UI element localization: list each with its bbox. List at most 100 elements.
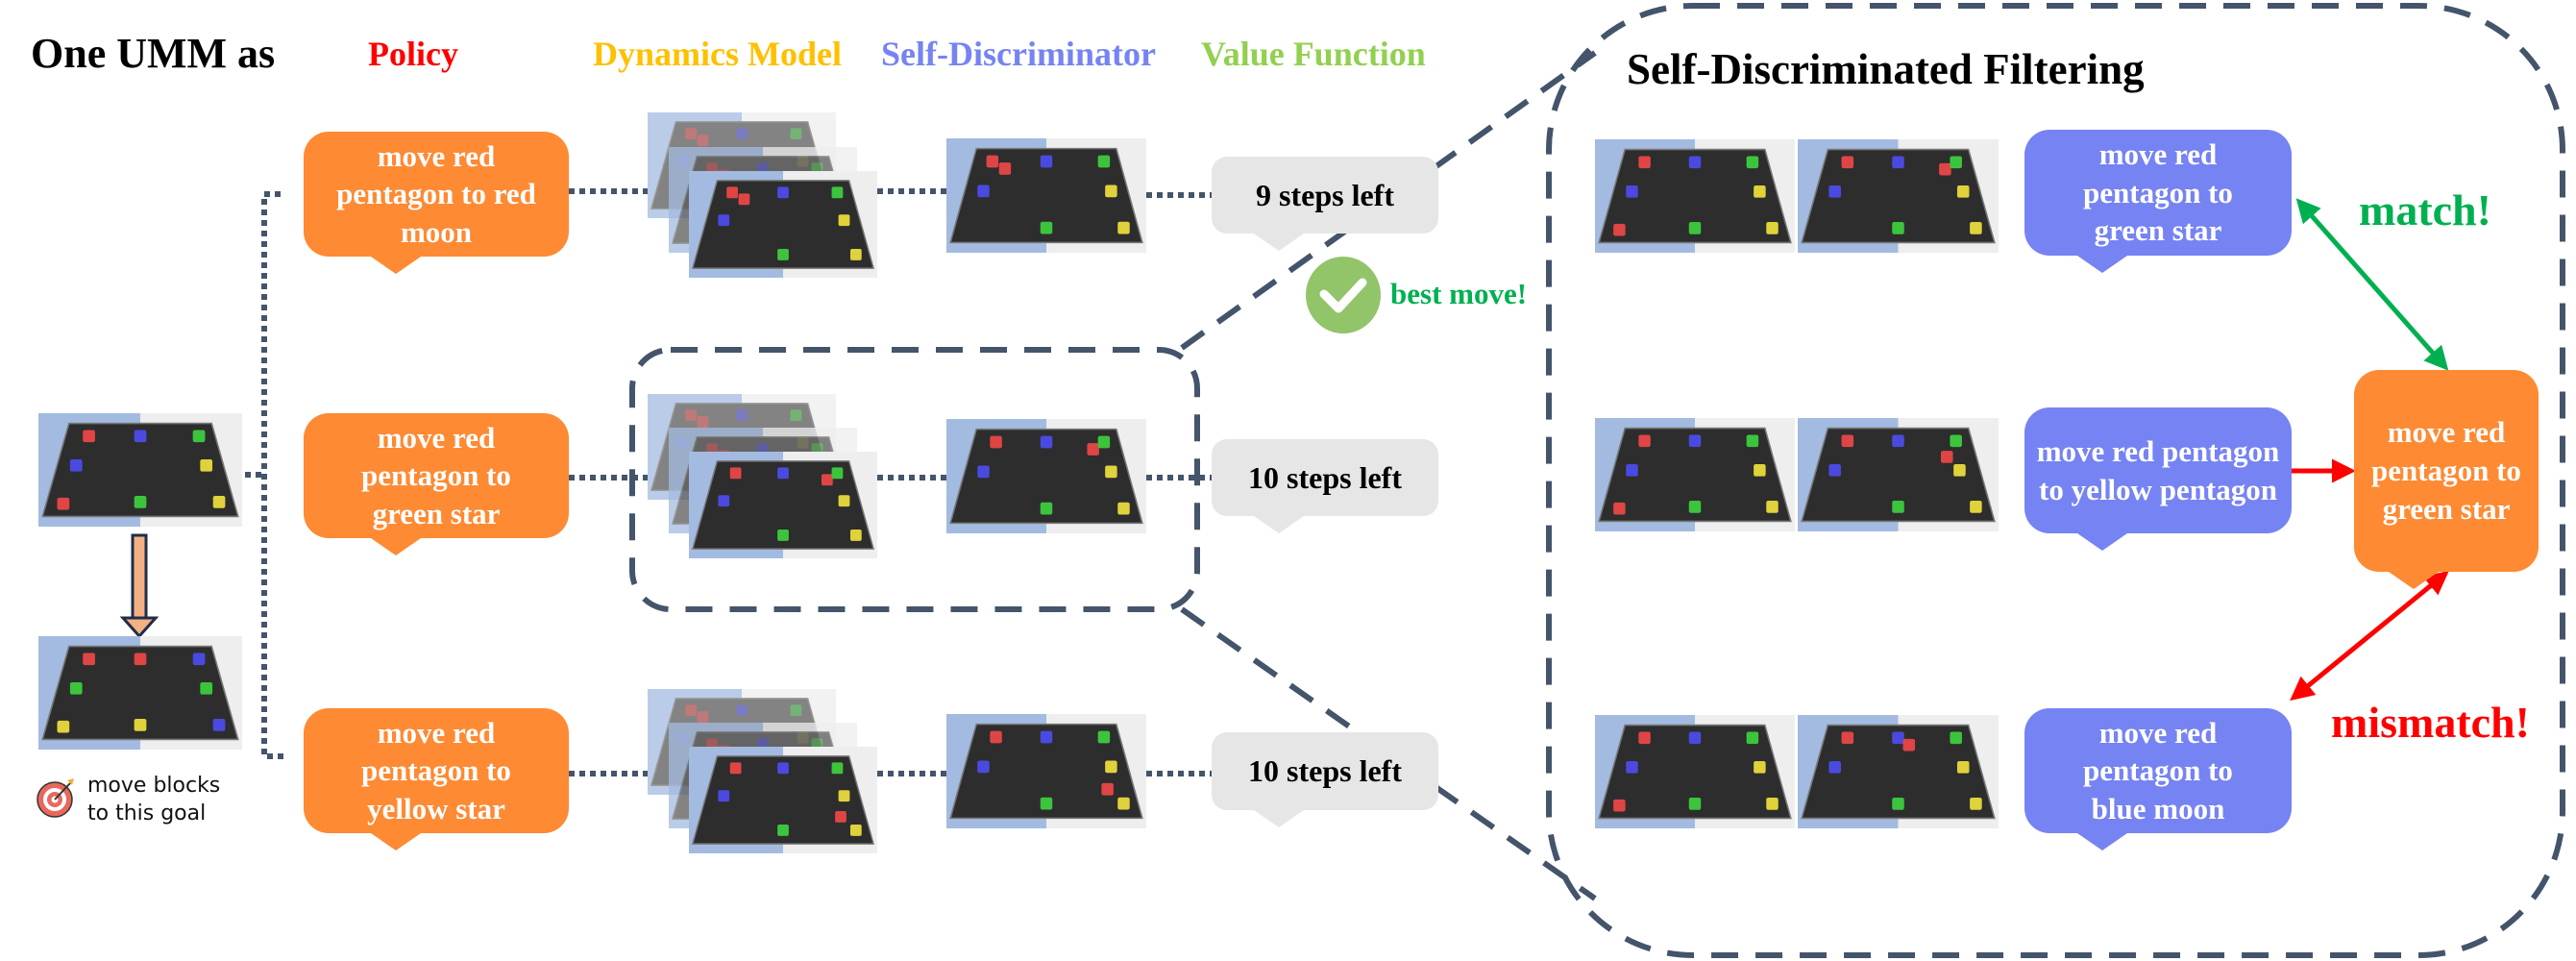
next-state-image	[946, 419, 1146, 533]
initial-state-image	[38, 413, 242, 527]
scene-block	[1638, 434, 1651, 448]
diagram-title: One UMM as	[31, 30, 276, 77]
scene-render	[946, 138, 1146, 253]
scene-block	[1970, 501, 1982, 513]
scene-block	[69, 682, 83, 695]
scene-block	[1638, 731, 1651, 745]
scene-block	[1766, 222, 1779, 234]
role-self-discriminator: Self-Discriminator	[881, 35, 1156, 73]
scene-block	[736, 704, 748, 717]
scene-table	[41, 422, 239, 518]
scene-block	[57, 497, 70, 510]
scene-block	[1087, 443, 1099, 456]
zoom-line-top	[1180, 50, 1597, 351]
scene-block	[1040, 797, 1053, 810]
scene-block	[1892, 798, 1904, 810]
scene-table	[949, 723, 1143, 820]
scene-block	[1841, 731, 1854, 745]
scene-block	[790, 704, 802, 717]
scene-block	[1105, 760, 1117, 774]
scene-block	[1892, 501, 1904, 513]
scene-block	[1892, 731, 1904, 745]
scene-render	[1595, 418, 1795, 531]
scene-table	[1598, 427, 1792, 523]
state-after-image	[1798, 139, 1999, 253]
scene-block	[1613, 502, 1626, 515]
role-dynamics-model: Dynamics Model	[593, 35, 842, 73]
scene-block	[838, 790, 850, 802]
scene-block	[1939, 162, 1951, 176]
scene-block	[1902, 738, 1916, 752]
discriminator-callout-1: move red pentagon to green star	[2024, 130, 2292, 273]
scene-block	[835, 810, 846, 823]
scene-block	[729, 762, 742, 775]
goal-caption-line-1: move blocks	[87, 774, 221, 798]
scene-block	[134, 430, 147, 443]
scene-block	[1892, 434, 1904, 448]
target-icon	[37, 778, 74, 818]
scene-table	[949, 147, 1143, 244]
scene-render	[38, 636, 242, 750]
scene-block	[1950, 731, 1962, 745]
scene-table	[1598, 724, 1792, 820]
scene-block	[1688, 222, 1702, 234]
scene-block	[212, 496, 226, 508]
scene-block	[69, 459, 83, 472]
scene-block	[831, 762, 844, 775]
scene-block	[1754, 464, 1766, 477]
scene-block	[1941, 451, 1953, 463]
predicted-frame-front	[689, 747, 877, 853]
match-arrow	[2295, 198, 2449, 371]
target-action-callout: move red pentagon to green star	[2354, 370, 2539, 589]
scene-block	[1754, 761, 1766, 774]
scene-render	[1798, 418, 1999, 531]
scene-table	[1801, 724, 1996, 820]
scene-block	[212, 719, 226, 731]
value-text: 10 steps left	[1248, 459, 1402, 495]
scene-block	[1613, 799, 1626, 812]
scene-block	[718, 790, 730, 802]
scene-block	[1841, 156, 1854, 169]
scene-block	[1040, 155, 1053, 168]
scene-block	[57, 720, 70, 733]
scene-block	[134, 653, 147, 666]
scene-block	[1040, 730, 1053, 744]
scene-block	[1040, 221, 1053, 234]
scene-render	[946, 419, 1146, 533]
scene-block	[1970, 798, 1982, 810]
scene-block	[831, 467, 844, 480]
predicted-frame-front	[689, 452, 877, 558]
scene-block	[1766, 798, 1779, 810]
scene-block	[1117, 797, 1130, 810]
check-icon	[1306, 257, 1381, 333]
scene-block	[1626, 464, 1638, 477]
scene-block	[685, 409, 697, 422]
policy-action-text: move red pentagon to red moon	[336, 138, 536, 249]
scene-block	[977, 465, 990, 479]
scene-render	[1595, 715, 1795, 828]
scene-block	[1688, 434, 1702, 448]
scene-render	[946, 714, 1146, 828]
scene-block	[821, 474, 833, 486]
role-policy: Policy	[368, 35, 458, 73]
scene-render	[689, 452, 877, 558]
scene-block	[200, 682, 213, 695]
scene-render	[1595, 139, 1795, 253]
scene-block	[831, 186, 844, 199]
scene-block	[986, 155, 999, 168]
target-action-text: move red pentagon to green star	[2371, 414, 2521, 527]
policy-action-text: move red pentagon to green star	[361, 420, 511, 530]
scene-block	[838, 214, 850, 227]
scene-block	[1040, 435, 1053, 449]
policy-action-callout-1: move red pentagon to red moon	[304, 132, 569, 274]
value-callout-3: 10 steps left	[1212, 732, 1438, 827]
scene-table	[41, 645, 239, 741]
scene-table	[691, 755, 875, 845]
scene-block	[1950, 434, 1962, 448]
scene-block	[977, 760, 990, 774]
scene-block	[1097, 155, 1111, 168]
next-state-image	[946, 138, 1146, 253]
value-callout-1: 9 steps left	[1212, 157, 1438, 251]
scene-block	[697, 711, 709, 723]
dotted-connectors	[245, 188, 1212, 776]
